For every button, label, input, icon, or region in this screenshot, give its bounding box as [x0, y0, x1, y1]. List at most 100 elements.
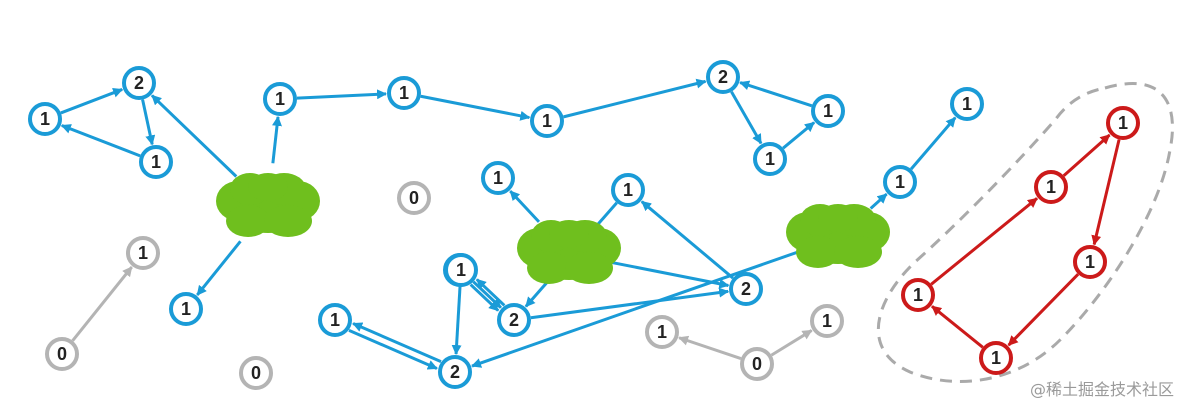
- node-n6: 1: [387, 76, 421, 110]
- edge-n2-to-n3: [141, 99, 156, 146]
- edge-n1-to-n2: [60, 87, 124, 115]
- node-label: 1: [399, 83, 409, 103]
- edge-c3-to-n14: [471, 251, 797, 368]
- node-g3: 0: [397, 181, 431, 215]
- node-label: 1: [657, 322, 667, 342]
- node-label: 2: [450, 362, 460, 382]
- node-circle: [979, 341, 1013, 375]
- edge-n15-to-n16: [909, 116, 957, 171]
- node-label: 1: [330, 310, 340, 330]
- edge-c1-to-n4: [196, 240, 242, 296]
- node-n20: 2: [729, 272, 763, 306]
- node-label: 1: [623, 180, 633, 200]
- node-label: 1: [151, 152, 161, 172]
- node-n7: 1: [530, 104, 564, 138]
- node-circle: [811, 94, 845, 128]
- node-circle: [169, 292, 203, 326]
- node-label: 1: [275, 89, 285, 109]
- node-label: 1: [493, 168, 503, 188]
- node-n15: 1: [883, 165, 917, 199]
- node-label: 1: [962, 94, 972, 114]
- cloud-c3: [786, 204, 890, 268]
- node-g5: 1: [645, 315, 679, 349]
- node-circle: [122, 66, 156, 100]
- node-g7: 1: [810, 304, 844, 338]
- edge-n10-to-n9: [782, 121, 816, 150]
- edge-n8-to-n10: [730, 91, 763, 145]
- edge-c1-to-n5: [271, 115, 282, 164]
- edge-r1-to-r2: [930, 197, 1038, 286]
- edge-r5-to-r1: [931, 305, 984, 349]
- node-r5: 1: [979, 341, 1013, 375]
- edge-r2-to-r3: [1062, 133, 1111, 177]
- cloud-c1: [216, 173, 320, 237]
- node-circle: [239, 356, 273, 390]
- node-circle: [28, 102, 62, 136]
- node-circle: [706, 60, 740, 94]
- node-n4: 1: [169, 292, 203, 326]
- edge-n3-to-n1: [60, 124, 141, 158]
- node-circle: [740, 347, 774, 381]
- node-circle: [263, 82, 297, 116]
- node-label: 2: [718, 67, 728, 87]
- edge-n20-to-n17: [640, 200, 734, 280]
- edge-r4-to-r5: [1007, 273, 1080, 347]
- node-n1: 1: [28, 102, 62, 136]
- node-n8: 2: [706, 60, 740, 94]
- node-label: 1: [991, 348, 1001, 368]
- node-circle: [481, 161, 515, 195]
- node-label: 1: [823, 101, 833, 121]
- edge-g6-to-g5: [678, 335, 742, 360]
- node-n18: 2: [497, 303, 531, 337]
- node-n19: 1: [444, 253, 478, 287]
- node-label: 1: [913, 285, 923, 305]
- node-r2: 1: [1034, 170, 1068, 204]
- node-circle: [901, 278, 935, 312]
- node-n3: 1: [139, 145, 173, 179]
- edge-n5-to-n6: [296, 89, 388, 100]
- node-circle: [387, 76, 421, 110]
- cloud-c2: [517, 220, 621, 284]
- node-n2: 2: [122, 66, 156, 100]
- node-label: 2: [134, 73, 144, 93]
- node-n10: 1: [753, 142, 787, 176]
- watermark-text: @稀土掘金技术社区: [1029, 380, 1174, 399]
- node-n12: 1: [318, 303, 352, 337]
- edge-c2-to-n11: [509, 190, 541, 223]
- node-label: 1: [138, 243, 148, 263]
- node-circle: [126, 236, 160, 270]
- node-circle: [497, 303, 531, 337]
- node-g4: 0: [239, 356, 273, 390]
- edge-n7-to-n8: [563, 78, 707, 119]
- node-n17: 1: [611, 173, 645, 207]
- edge-n18-to-n20: [530, 287, 730, 320]
- edge-n19-to-n18: [472, 280, 502, 309]
- node-circle: [1073, 245, 1107, 279]
- node-r1: 1: [901, 278, 935, 312]
- node-circle: [883, 165, 917, 199]
- node-circle: [530, 104, 564, 138]
- node-label: 1: [181, 299, 191, 319]
- node-circle: [45, 337, 79, 371]
- node-n5: 1: [263, 82, 297, 116]
- node-circle: [1106, 106, 1140, 140]
- node-circle: [444, 253, 478, 287]
- dashed-region-outline: [876, 82, 1174, 383]
- edge-c1-to-n2: [150, 94, 238, 178]
- node-g6: 0: [740, 347, 774, 381]
- edge-c3-to-n15: [869, 192, 888, 210]
- node-g2: 1: [126, 236, 160, 270]
- edge-r3-to-r4: [1091, 139, 1121, 246]
- node-circle: [438, 355, 472, 389]
- node-label: 1: [822, 311, 832, 331]
- node-n11: 1: [481, 161, 515, 195]
- node-n14: 2: [438, 355, 472, 389]
- edge-n12-to-n14: [348, 329, 438, 370]
- edge-g1-to-g2: [71, 266, 133, 342]
- node-r4: 1: [1073, 245, 1107, 279]
- edge-g6-to-g7: [770, 329, 813, 357]
- node-label: 1: [895, 172, 905, 192]
- node-circle: [1034, 170, 1068, 204]
- node-label: 1: [1085, 252, 1095, 272]
